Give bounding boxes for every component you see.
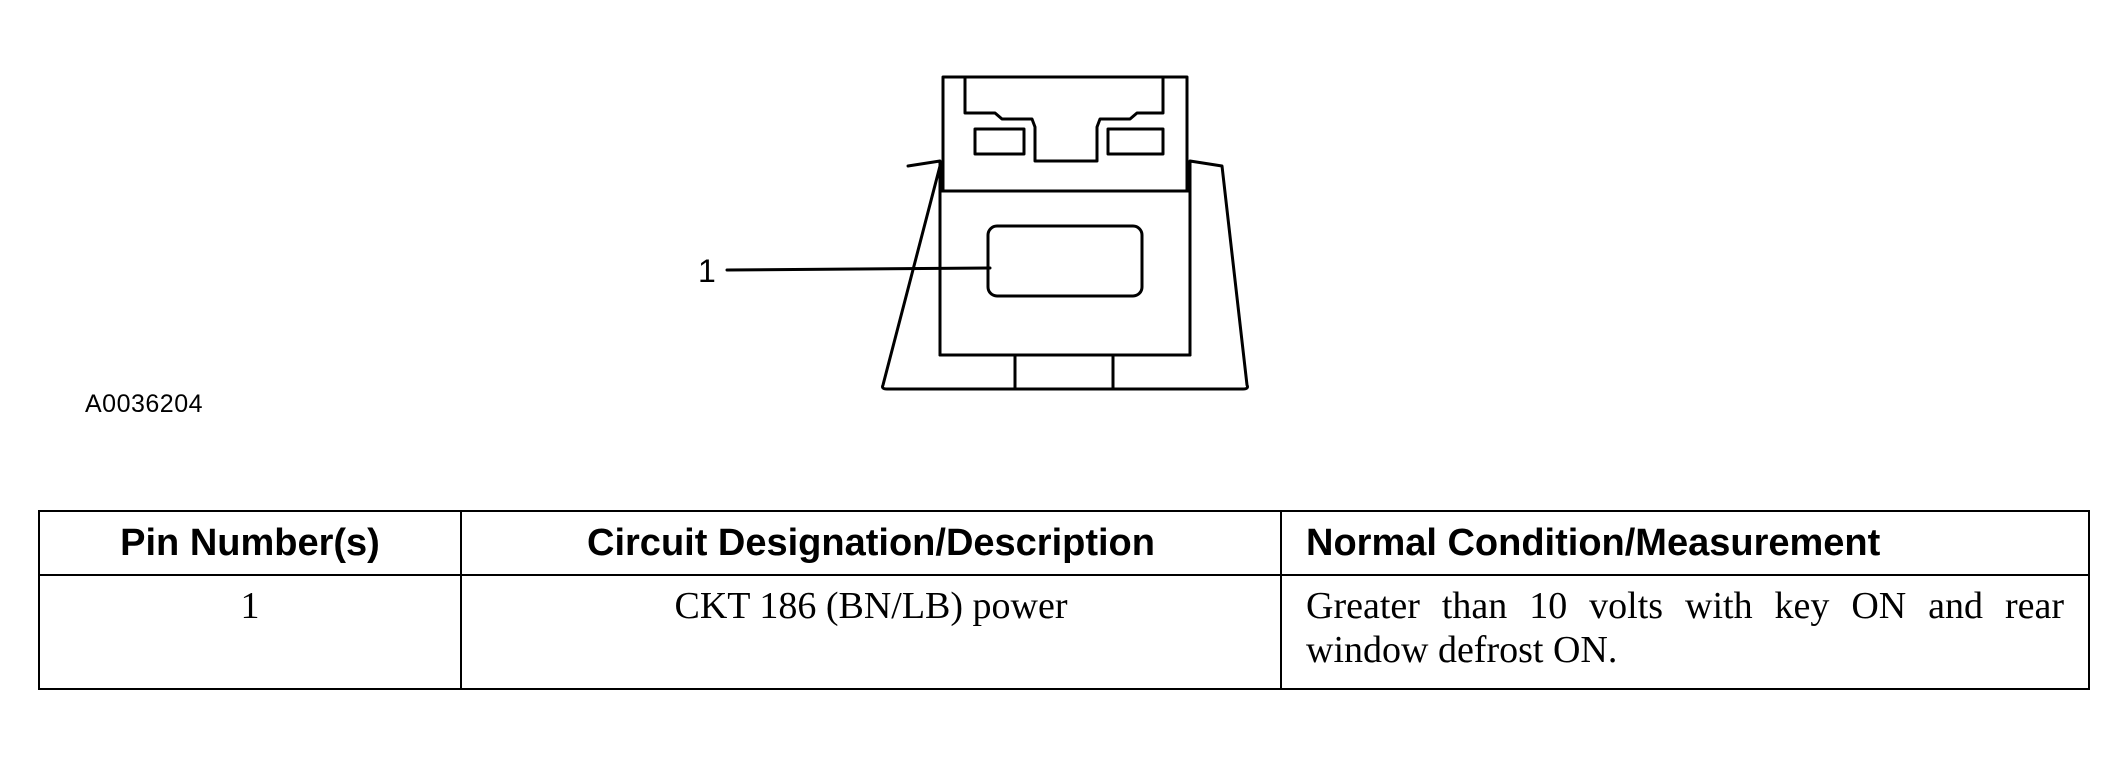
pin-1-cavity: [986, 224, 1144, 298]
connector-latch-window-left: [973, 127, 1026, 156]
connector-diagram: 1: [698, 75, 1249, 391]
connector-housing-outline: [881, 159, 1249, 391]
connector-latch-contour: [963, 75, 1165, 163]
table-row: 1 CKT 186 (BN/LB) power Greater than 10 …: [38, 574, 2090, 690]
cell-normal-condition: Greater than 10 volts with key ON and re…: [1280, 574, 2090, 690]
header-circuit-designation: Circuit Designation/Description: [460, 510, 1282, 576]
connector-latch-window-right: [1106, 127, 1165, 156]
table-header-row: Pin Number(s) Circuit Designation/Descri…: [38, 510, 2090, 576]
pin-1-leader-line: [725, 266, 992, 272]
header-normal-condition: Normal Condition/Measurement: [1280, 510, 2090, 576]
cell-circuit-description: CKT 186 (BN/LB) power: [460, 574, 1282, 690]
cell-pin-number: 1: [38, 574, 462, 690]
pin-1-callout: 1: [698, 253, 716, 289]
figure-id: A0036204: [85, 390, 204, 418]
connector-body: [938, 189, 1192, 357]
pin-table: Pin Number(s) Circuit Designation/Descri…: [38, 510, 2090, 690]
connector-latch-frame: [941, 75, 1189, 193]
header-pin-numbers: Pin Number(s): [38, 510, 462, 576]
